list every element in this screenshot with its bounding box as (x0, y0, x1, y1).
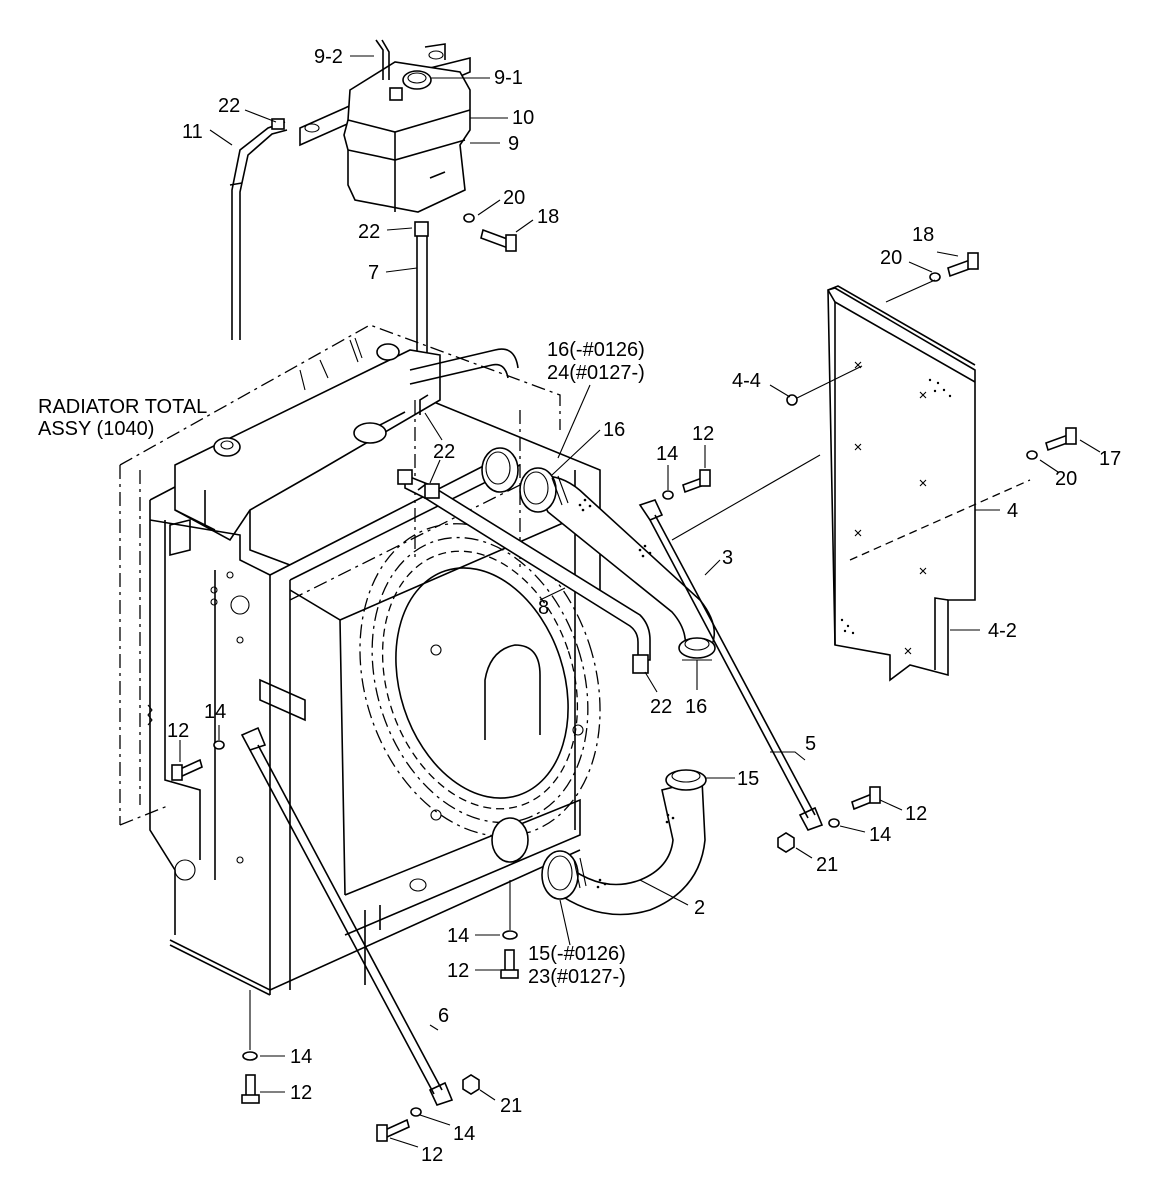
callout-12-right: 12 (905, 803, 927, 825)
callout-14-right: 14 (869, 824, 891, 846)
callout-4-2: 4-2 (988, 620, 1017, 642)
assembly-label-line2: ASSY (1040) (38, 418, 154, 440)
callout-12-bottom2: 12 (421, 1144, 443, 1166)
callout-18-right: 18 (912, 224, 934, 246)
callout-12-bottom: 12 (290, 1082, 312, 1104)
callout-9: 9 (508, 133, 519, 155)
callout-15-23-line2: 23(#0127-) (528, 966, 626, 988)
callout-21-right: 21 (816, 854, 838, 876)
callout-10: 10 (512, 107, 534, 129)
callout-22-left: 22 (433, 441, 455, 463)
callout-18-top: 18 (537, 206, 559, 228)
callout-14-upper: 14 (656, 443, 678, 465)
stay-5 (638, 499, 824, 831)
lower-hose-2 (541, 769, 707, 916)
callout-8: 8 (538, 597, 549, 619)
callout-14-left: 14 (204, 701, 226, 723)
callout-15-23-line1: 15(-#0126) (528, 943, 626, 965)
callout-12-mid: 12 (447, 960, 469, 982)
callout-20-right-top: 20 (880, 247, 902, 269)
fasteners (171, 213, 1077, 1142)
callout-4-4: 4-4 (732, 370, 761, 392)
callout-5: 5 (805, 733, 816, 755)
callout-22-top: 22 (218, 95, 240, 117)
radiator-total-assy (119, 324, 601, 996)
overflow-hose (229, 118, 288, 340)
callout-12-left: 12 (167, 720, 189, 742)
callout-22-mid: 22 (358, 221, 380, 243)
assembly-label-line1: RADIATOR TOTAL (38, 396, 207, 418)
callout-17: 17 (1099, 448, 1121, 470)
callout-4: 4 (1007, 500, 1018, 522)
callout-2: 2 (694, 897, 705, 919)
callout-16-lower: 16 (685, 696, 707, 718)
callout-12-upper: 12 (692, 423, 714, 445)
cover-plate-4 (671, 285, 1031, 682)
callout-11: 11 (182, 121, 203, 143)
callout-14-bottom2: 14 (453, 1123, 475, 1145)
callout-9-1: 9-1 (494, 67, 523, 89)
callout-16-24-line1: 16(-#0126) (547, 339, 645, 361)
callout-15: 15 (737, 768, 759, 790)
callout-14-bottom: 14 (290, 1046, 312, 1068)
callout-6: 6 (438, 1005, 449, 1027)
callout-22-lower: 22 (650, 696, 672, 718)
callout-9-2: 9-2 (314, 46, 343, 68)
upper-hose-3 (519, 467, 716, 661)
labels: RADIATOR TOTAL ASSY (1040) 9-2 9-1 10 9 … (38, 46, 1121, 1166)
callout-3: 3 (722, 547, 733, 569)
callout-7: 7 (368, 262, 379, 284)
leader-lines (179, 55, 1101, 1148)
callout-21-bottom: 21 (500, 1095, 522, 1117)
callout-20-right: 20 (1055, 468, 1077, 490)
callout-16-upper: 16 (603, 419, 625, 441)
callout-20-top: 20 (503, 187, 525, 209)
callout-16-24-line2: 24(#0127-) (547, 362, 645, 384)
reserve-tank (299, 39, 471, 213)
pipe-8 (397, 348, 651, 674)
stay-6 (240, 678, 454, 1106)
callout-14-mid: 14 (447, 925, 469, 947)
